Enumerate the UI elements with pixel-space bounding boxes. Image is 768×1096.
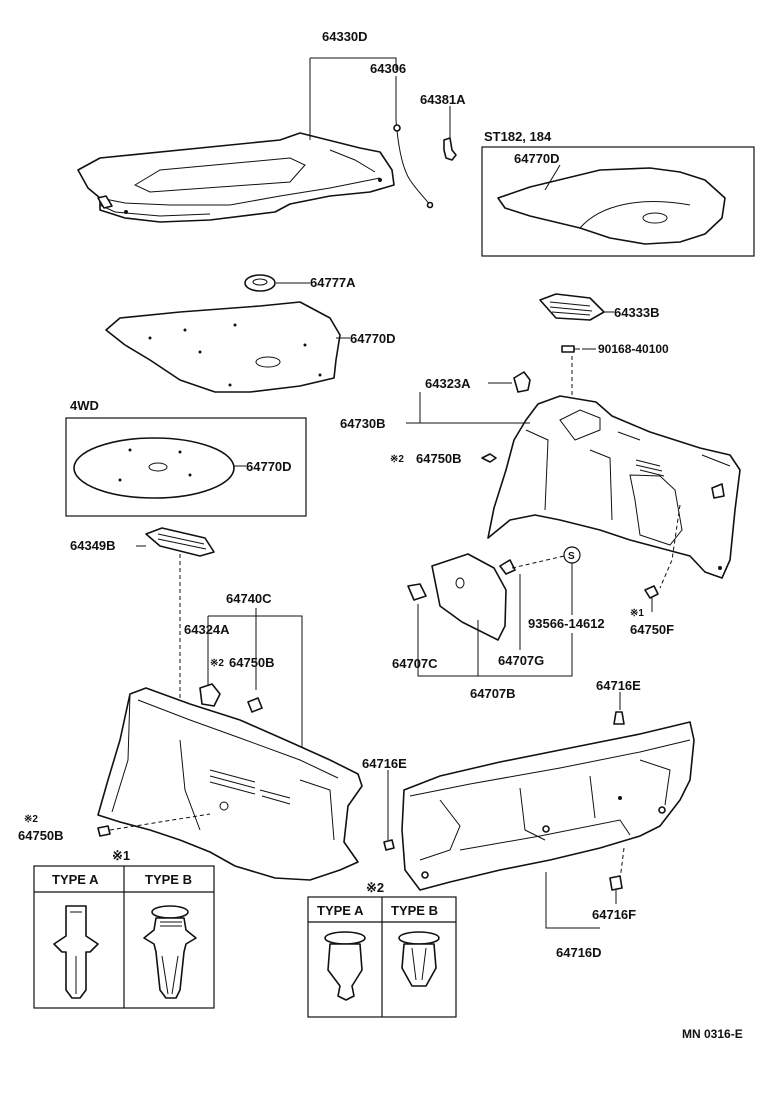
clip-type-a-2-icon [324, 931, 366, 1001]
bracket-64324A [199, 683, 221, 707]
clip-table-1: ※1 TYPE A TYPE B [33, 848, 215, 1009]
cover-64707G [431, 553, 507, 641]
label-64333B: 64333B [614, 305, 660, 320]
clip-64707C [407, 583, 427, 601]
clip-64750B-right [481, 453, 497, 463]
mark-2-a: ※2 [390, 454, 404, 465]
screw-64716E-top [613, 711, 625, 725]
label-64750F: 64750F [630, 622, 674, 637]
fourwd-box [65, 417, 307, 517]
label-64381A: 64381A [420, 92, 466, 107]
label-64770D-st: 64770D [514, 151, 560, 166]
floor-board-4wd [73, 437, 235, 499]
clip-table-2-type-b: TYPE B [391, 903, 438, 918]
floor-board-64770D [105, 301, 341, 393]
clip-type-b-1-icon [143, 905, 197, 999]
label-64707G: 64707G [498, 653, 544, 668]
screw-64716E-mid [383, 839, 395, 851]
footer-code: MN 0316-E [682, 1027, 743, 1041]
label-64770D-4wd: 64770D [246, 459, 292, 474]
clip-64750F [644, 585, 659, 599]
label-64306: 64306 [370, 61, 406, 76]
grille-64349B [145, 527, 215, 557]
label-64716D: 64716D [556, 945, 602, 960]
label-st-models: ST182, 184 [484, 129, 552, 144]
label-64349B: 64349B [70, 538, 116, 553]
clip-type-b-2-icon [398, 931, 440, 987]
label-circle-s: S [568, 551, 575, 562]
clip-64381A [443, 137, 457, 161]
label-64750B-left: 64750B [18, 828, 64, 843]
clip-64750B-left [97, 825, 111, 837]
clip-64750B-mid [247, 697, 263, 713]
label-64323A: 64323A [425, 376, 471, 391]
package-tray-64330D [77, 132, 395, 223]
right-trim-64730B [487, 395, 741, 579]
label-64750B-right: 64750B [416, 451, 462, 466]
label-64740C: 64740C [226, 591, 272, 606]
nut-93566 [499, 559, 516, 575]
label-64716F: 64716F [592, 907, 636, 922]
left-trim [97, 687, 363, 881]
bracket-64323A [513, 371, 531, 393]
clip-table-1-type-b: TYPE B [145, 872, 192, 887]
label-64730B: 64730B [340, 416, 386, 431]
grille-64333B [539, 293, 605, 321]
st182-box [481, 146, 755, 257]
rear-panel-64716D [401, 721, 695, 891]
clip-type-a-1-icon [53, 905, 99, 999]
label-64770D-main: 64770D [350, 331, 396, 346]
mark-1-a: ※1 [630, 608, 644, 619]
clip-table-2-title: ※2 [366, 880, 384, 895]
label-64716E-top: 64716E [596, 678, 641, 693]
screw-90168 [561, 345, 580, 353]
floor-board-st [497, 167, 726, 245]
cable-64306 [393, 119, 434, 209]
label-4wd: 4WD [70, 398, 99, 413]
label-64324A: 64324A [184, 622, 230, 637]
label-64750B-mid: 64750B [229, 655, 275, 670]
clip-table-1-type-a: TYPE A [52, 872, 99, 887]
clip-table-1-title: ※1 [112, 848, 130, 863]
label-64777A: 64777A [310, 275, 356, 290]
mark-2-c: ※2 [24, 814, 38, 825]
label-64716E-mid: 64716E [362, 756, 407, 771]
clip-table-2: ※2 TYPE A TYPE B [307, 880, 457, 1018]
clip-table-2-type-a: TYPE A [317, 903, 364, 918]
label-64707B: 64707B [470, 686, 516, 701]
cap-64777A [244, 274, 276, 292]
clip-64716F [609, 875, 623, 891]
label-64707C: 64707C [392, 656, 438, 671]
label-64330D: 64330D [322, 29, 368, 44]
label-90168: 90168-40100 [598, 342, 669, 356]
label-93566: 93566-14612 [528, 616, 605, 631]
mark-2-b: ※2 [210, 658, 224, 669]
